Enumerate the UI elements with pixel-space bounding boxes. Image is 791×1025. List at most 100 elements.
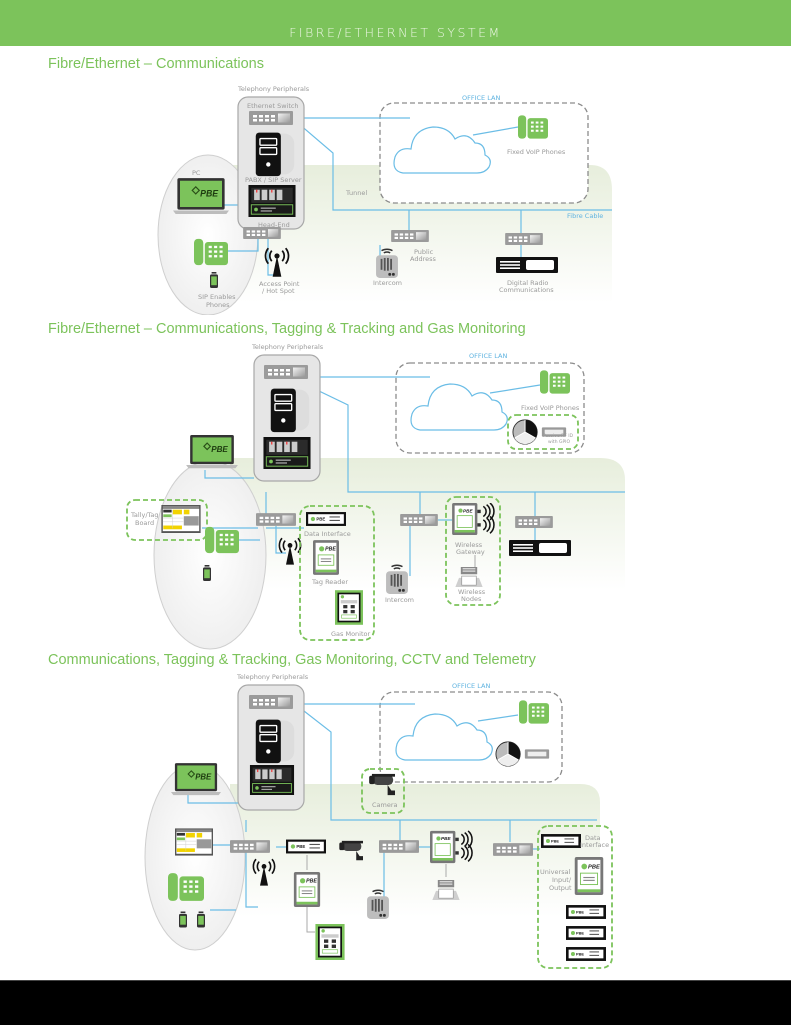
digital-radio-icon: [496, 257, 558, 273]
data-interface-icon: [306, 512, 346, 526]
telephony-peripherals-label: Telephony Peripherals: [236, 673, 309, 681]
rfid-label-1: Passive RF ID: [543, 433, 574, 439]
head-end-label: Head-End: [258, 221, 290, 229]
access-point-label-2: / Hot Spot: [262, 287, 295, 295]
wireless-group: [445, 496, 501, 606]
ethernet-switch-icon: [249, 111, 293, 125]
laptop-icon: [173, 178, 229, 215]
tally-board-group: [126, 499, 208, 541]
voip-phone-icon: [519, 700, 549, 724]
rfid-label-2: with GPIO: [548, 439, 571, 445]
intercom-label: Intercom: [385, 596, 414, 604]
fibre-cable-label: Fibre Cable: [567, 212, 603, 220]
wireless-gateway-label-2: Gateway: [456, 548, 485, 556]
tag-reader-label: Tag Reader: [311, 578, 348, 586]
digital-radio-icon: [509, 540, 571, 556]
ethernet-switch-icon: [264, 365, 308, 379]
data-interface-icon: [541, 834, 581, 848]
camera-label: Camera: [372, 801, 398, 809]
section-title-communications: Fibre/Ethernet – Communications: [48, 56, 264, 72]
tag-reader-icon: [293, 872, 321, 907]
fixed-voip-phones-label: Fixed VoIP Phones: [507, 148, 566, 156]
footer-bar: [0, 980, 791, 1025]
digital-radio-label-2: Communications: [499, 286, 554, 294]
head-end-icon: [248, 185, 296, 217]
laptop-icon: [171, 763, 221, 796]
ethernet-switch-icon: [249, 695, 293, 709]
office-lan-label: OFFICE LAN: [452, 682, 490, 690]
ethernet-switch-label: Ethernet Switch: [247, 102, 299, 110]
switch-icon: [379, 840, 419, 853]
laptop-icon: [186, 435, 238, 469]
telemetry-group: [537, 825, 613, 969]
gas-monitor-icon: [315, 924, 345, 960]
data-interface-icon: [286, 839, 326, 854]
diagram-tagging-gas: OFFICE LAN Telephony Peripherals Tally/T…: [126, 343, 625, 650]
pabx-sip-server-label: PABX / SIP Server: [245, 176, 302, 184]
switch-icon: [243, 227, 281, 239]
switch-icon: [391, 230, 429, 242]
gas-monitor-label: Gas Monitor: [331, 630, 371, 638]
tally-board-icon: [161, 505, 201, 533]
rfid-group: [507, 414, 579, 450]
head-end-icon: [249, 765, 295, 795]
tally-board-icon: [175, 828, 213, 856]
sip-phones-label-1: SIP Enables: [198, 293, 236, 301]
cloud-icon: [395, 713, 493, 761]
data-interface-label-2: Interface: [580, 841, 609, 849]
gas-monitor-icon: [335, 590, 363, 625]
tally-board-label-1: Tally/Tag: [130, 511, 159, 519]
sip-phone-icon: [194, 238, 228, 266]
camera-group: [361, 768, 405, 814]
wireless-gateway-label-1: Wireless: [455, 541, 483, 549]
io-module-icon: [566, 926, 606, 940]
sip-phones-label-2: Phones: [206, 301, 230, 309]
telephony-peripherals-label: Telephony Peripherals: [237, 85, 310, 93]
public-address-label-1: Public: [414, 248, 434, 256]
tunnel-label: Tunnel: [345, 189, 367, 197]
wireless-zone: [144, 763, 246, 951]
universal-io-label-3: Output: [549, 884, 572, 892]
switch-icon: [230, 840, 270, 853]
public-address-label-2: Address: [410, 255, 436, 263]
telephony-peripherals-label: Telephony Peripherals: [251, 343, 324, 351]
diagram-communications: OFFICE LAN Telephony Peripherals Etherne…: [157, 85, 612, 315]
io-module-icon: [566, 905, 606, 919]
access-point-label-1: Access Point: [259, 280, 300, 288]
voip-phone-icon: [168, 873, 204, 901]
fixed-voip-phones-label: Fixed VoIP Phones: [521, 404, 580, 412]
digital-radio-label-1: Digital Radio: [507, 279, 548, 287]
page-title: FIBRE/ETHERNET SYSTEM: [289, 25, 502, 40]
data-interface-label: Data Interface: [304, 530, 351, 538]
switch-icon: [256, 513, 296, 526]
universal-io-label-1: Universal: [540, 868, 571, 876]
server-icon: [254, 131, 296, 177]
universal-io-icon: [574, 857, 604, 895]
wireless-nodes-label-2: Nodes: [461, 595, 482, 603]
wireless-nodes-label-1: Wireless: [458, 588, 486, 596]
diagram-cctv-telemetry: OFFICE LAN Telephony Peripherals Camera …: [144, 673, 613, 969]
office-lan-label: OFFICE LAN: [462, 94, 500, 102]
intercom-label: Intercom: [373, 279, 402, 287]
tally-board-label-2: Board: [135, 519, 154, 527]
server-icon: [254, 718, 296, 764]
switch-icon: [515, 516, 553, 528]
cloud-icon: [410, 383, 508, 431]
tag-reader-icon: [313, 540, 339, 575]
tagging-gas-group: [299, 505, 375, 641]
switch-icon: [400, 514, 438, 526]
switch-icon: [493, 843, 533, 856]
voip-phone-icon: [518, 115, 548, 139]
server-icon: [269, 387, 311, 433]
section-title-tagging-gas: Fibre/Ethernet – Communications, Tagging…: [48, 321, 526, 337]
voip-phone-icon: [205, 526, 239, 554]
head-end-icon: [263, 437, 311, 469]
wireless-zone: [153, 460, 267, 650]
io-module-icon: [566, 947, 606, 961]
cloud-icon: [393, 126, 491, 174]
pc-label: PC: [192, 169, 201, 177]
switch-icon: [505, 233, 543, 245]
voip-phone-icon: [540, 370, 570, 394]
header-banner: [0, 0, 791, 46]
universal-io-label-2: Input/: [552, 876, 572, 884]
